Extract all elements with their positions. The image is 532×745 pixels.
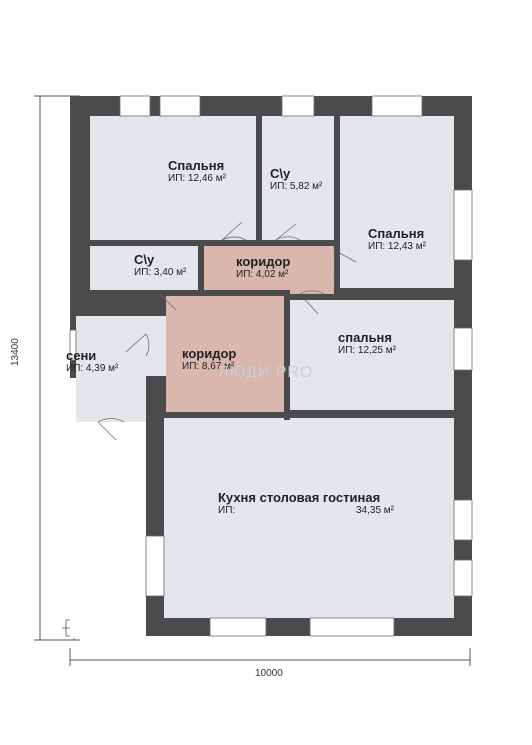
window: [453, 559, 473, 597]
room-label-bedroom-3: спальня ИП: 12,25 м²: [338, 330, 396, 356]
room-bathroom-1: [262, 116, 334, 240]
room-label-bedroom-2: Спальня ИП: 12,43 м²: [368, 226, 426, 252]
room-name: С\у: [134, 252, 155, 267]
room-bedroom-3: [290, 300, 454, 410]
room-label-corridor-1: коридор ИП: 4,02 м²: [236, 254, 290, 280]
room-name: Кухня столовая гостиная: [218, 490, 381, 505]
room-name: коридор: [236, 254, 291, 269]
height-dimension-label: 13400: [10, 338, 21, 366]
room-name: С\у: [270, 166, 291, 181]
room-label-bathroom-1: С\у ИП: 5,82 м²: [270, 166, 322, 192]
room-area-prefix: ИП:: [218, 505, 236, 516]
window: [119, 95, 151, 117]
window: [453, 327, 473, 371]
room-label-entrance: сени ИП: 4,39 м²: [66, 348, 118, 374]
window: [159, 95, 201, 117]
room-living: [166, 418, 454, 618]
room-name: Спальня: [168, 158, 225, 173]
room-area: ИП: 4,02 м²: [236, 269, 289, 280]
room-area: ИП: 3,40 м²: [134, 267, 187, 278]
room-label-bathroom-2: С\у ИП: 3,40 м²: [134, 252, 186, 278]
window: [145, 535, 165, 597]
window: [309, 617, 395, 637]
room-area: ИП: 12,25 м²: [338, 345, 396, 356]
interior-walls: [87, 116, 454, 420]
room-name: коридор: [182, 346, 237, 361]
room-bedroom-1: [90, 116, 256, 240]
room-label-corridor-2: коридор ИП: 8,67 м²: [182, 346, 236, 372]
width-dimension-label: 10000: [255, 668, 283, 679]
room-area: ИП: 12,43 м²: [368, 241, 426, 252]
room-area: 34,35 м²: [355, 505, 394, 516]
room-area: ИП: 4,39 м²: [66, 363, 119, 374]
room-entrance: [76, 316, 146, 422]
window: [453, 499, 473, 541]
windows: [69, 95, 473, 637]
room-bathroom-2: [90, 246, 198, 290]
room-label-bedroom-1: Спальня ИП: 12,46 м²: [168, 158, 226, 184]
room-name: Спальня: [368, 226, 425, 241]
dimension-lines: [34, 95, 471, 666]
room-name: спальня: [338, 330, 392, 345]
room-area: ИП: 5,82 м²: [270, 181, 323, 192]
room-area-row: ИП: 34,35 м²: [218, 505, 394, 516]
room-label-living: Кухня столовая гостиная ИП: 34,35 м²: [218, 490, 394, 516]
window: [281, 95, 315, 117]
room-bedroom-2: [340, 116, 454, 288]
watermark: ЛЮДИ PRO: [218, 364, 314, 381]
room-fills: [70, 96, 472, 638]
room-corridor-2: [166, 296, 284, 412]
room-corridor-1: [204, 246, 334, 294]
door-swing: [125, 333, 150, 357]
window: [453, 189, 473, 261]
door-swing: [159, 293, 177, 311]
window: [209, 617, 267, 637]
room-name: сени: [66, 348, 97, 363]
doors: [97, 221, 357, 441]
room-area: ИП: 12,46 м²: [168, 173, 226, 184]
door-swing: [97, 418, 125, 441]
door-swing: [275, 223, 301, 241]
window: [371, 95, 423, 117]
door-swing: [221, 221, 247, 241]
room-area: ИП: 8,67 м²: [182, 361, 235, 372]
window: [69, 329, 77, 361]
